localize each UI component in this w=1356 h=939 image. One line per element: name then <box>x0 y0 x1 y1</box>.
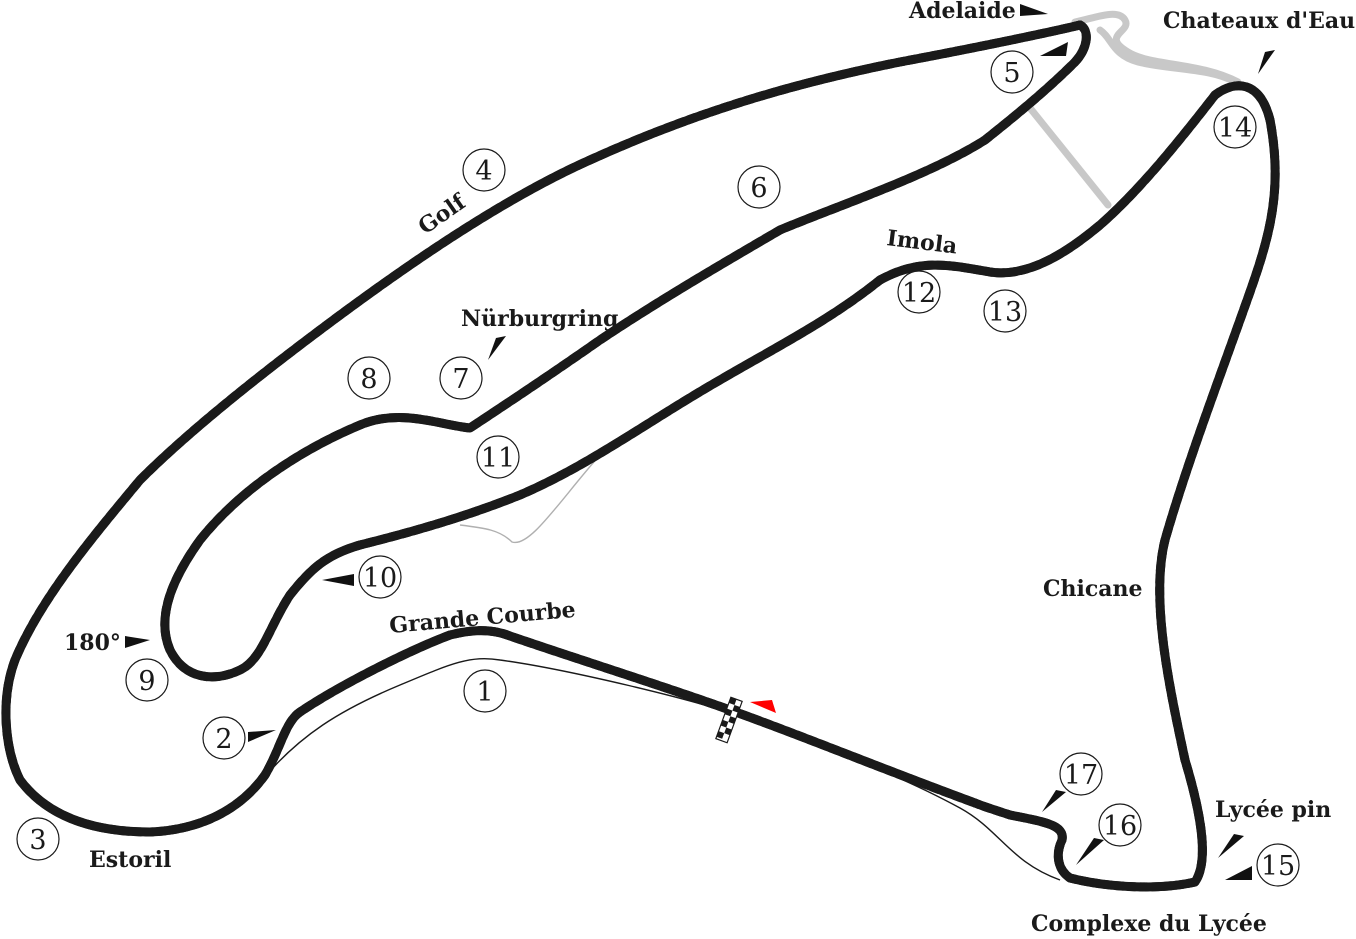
svg-text:10: 10 <box>363 563 397 594</box>
label-complexe-du-lycee: Complexe du Lycée <box>1031 911 1267 937</box>
svg-text:7: 7 <box>452 364 469 395</box>
label-estoril: Estoril <box>89 847 171 873</box>
svg-text:13: 13 <box>988 297 1022 328</box>
corner-2: 2 <box>202 716 246 760</box>
svg-text:17: 17 <box>1064 760 1098 791</box>
corner-12: 12 <box>897 270 941 314</box>
alternative-track-sections <box>1026 10 1242 209</box>
corner-10: 10 <box>358 555 402 599</box>
start-finish-line <box>715 696 743 744</box>
label-180: 180° <box>64 630 121 656</box>
label-imola: Imola <box>885 225 958 259</box>
sector-1 <box>6 25 1080 832</box>
label-chateaux-deau: Chateaux d'Eau <box>1163 8 1355 34</box>
svg-text:15: 15 <box>1261 851 1295 882</box>
corner-13: 13 <box>983 289 1027 333</box>
corner-6: 6 <box>737 165 781 209</box>
svg-text:9: 9 <box>138 666 155 697</box>
label-nurburgring: Nürburgring <box>461 306 618 332</box>
svg-text:11: 11 <box>481 443 515 474</box>
svg-text:6: 6 <box>750 173 767 204</box>
pit-lane <box>261 454 1061 881</box>
label-chicane: Chicane <box>1043 576 1143 602</box>
corner-8: 8 <box>347 356 391 400</box>
corner-16: 16 <box>1098 803 1142 847</box>
svg-text:12: 12 <box>902 278 936 309</box>
corner-3: 3 <box>16 817 60 861</box>
direction-arrow <box>750 700 776 713</box>
corner-numbers: 1 2 3 4 5 6 7 8 9 10 11 12 13 14 15 16 1… <box>16 50 1300 887</box>
label-adelaide: Adelaide <box>908 0 1016 24</box>
svg-text:2: 2 <box>215 724 232 755</box>
svg-text:4: 4 <box>475 156 492 187</box>
label-lycee-pin: Lycée pin <box>1215 797 1331 823</box>
sector-2 <box>165 25 1086 677</box>
corner-11: 11 <box>476 435 520 479</box>
corner-17: 17 <box>1059 752 1103 796</box>
corner-9: 9 <box>125 658 169 702</box>
corner-7: 7 <box>439 356 483 400</box>
pointer-arrows <box>125 4 1275 880</box>
corner-4: 4 <box>462 148 506 192</box>
svg-text:16: 16 <box>1103 811 1137 842</box>
corner-15: 15 <box>1256 843 1300 887</box>
corner-5: 5 <box>990 50 1034 94</box>
corner-14: 14 <box>1213 105 1257 149</box>
svg-text:3: 3 <box>29 825 46 856</box>
corner-1: 1 <box>463 669 507 713</box>
corner-labels: Adelaide Chateaux d'Eau Golf Nürburgring… <box>64 0 1355 937</box>
svg-text:8: 8 <box>360 364 377 395</box>
svg-text:5: 5 <box>1003 58 1020 89</box>
svg-text:1: 1 <box>476 677 493 708</box>
svg-text:14: 14 <box>1218 113 1252 144</box>
